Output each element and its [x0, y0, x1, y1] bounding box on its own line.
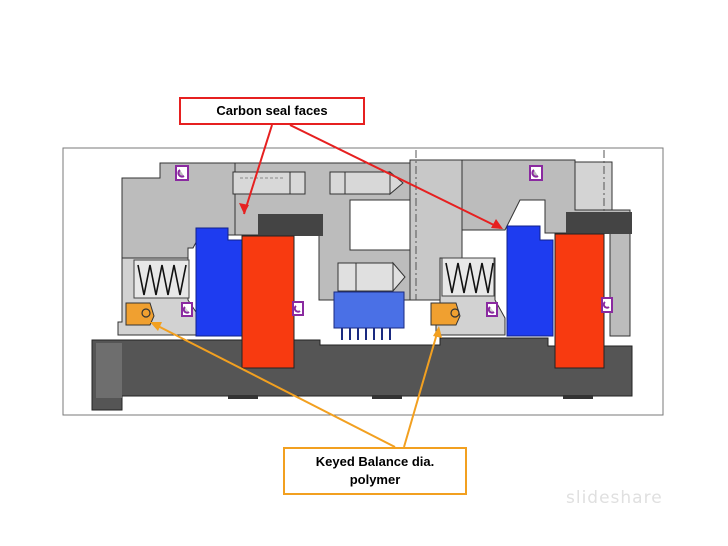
- carbon-seal-faces-label: Carbon seal faces: [179, 97, 365, 125]
- carbon-seal-faces-text: Carbon seal faces: [216, 103, 328, 118]
- rotating-shaft: [91, 337, 633, 411]
- right-top-collar: [574, 161, 613, 211]
- leader-bottom-left: [151, 322, 396, 448]
- leader-top-right-arrow: [491, 219, 503, 229]
- leader-bottom-right-arrow: [433, 326, 442, 338]
- leader-bottom-left-arrow: [150, 322, 162, 331]
- leader-bottom-right: [403, 329, 439, 448]
- left-polymer-key-icon: [125, 302, 155, 326]
- right-shaft-groove: [563, 395, 593, 399]
- left-carbon-seal-face: [195, 227, 244, 337]
- keyed-balance-line2: polymer: [349, 472, 401, 487]
- left-spring-icon: [133, 259, 190, 299]
- leader-top-right: [289, 124, 501, 229]
- left-shaft-groove: [228, 395, 258, 399]
- left-mating-ring: [241, 235, 295, 369]
- leader-top-left: [243, 124, 273, 215]
- leader-top-left-arrow: [239, 203, 249, 214]
- slideshare-watermark: slideshare: [566, 488, 663, 508]
- keyed-balance-line1: Keyed Balance dia.: [315, 454, 435, 469]
- set-screw-icon: [333, 261, 406, 340]
- keyed-balance-label: Keyed Balance dia. polymer: [283, 447, 467, 495]
- right-bolt-icon: [329, 170, 404, 196]
- right-spring-icon: [441, 257, 495, 297]
- left-dark-bracket: [258, 214, 323, 236]
- left-bolt-icon: [232, 171, 306, 195]
- mid-shaft-groove: [372, 395, 402, 399]
- oring-icon: [175, 165, 613, 317]
- right-carbon-seal-face: [506, 225, 554, 337]
- right-mating-ring: [554, 233, 605, 369]
- shaft-highlight: [96, 343, 122, 398]
- right-dark-bracket: [566, 212, 632, 234]
- right-polymer-key-icon: [430, 302, 461, 326]
